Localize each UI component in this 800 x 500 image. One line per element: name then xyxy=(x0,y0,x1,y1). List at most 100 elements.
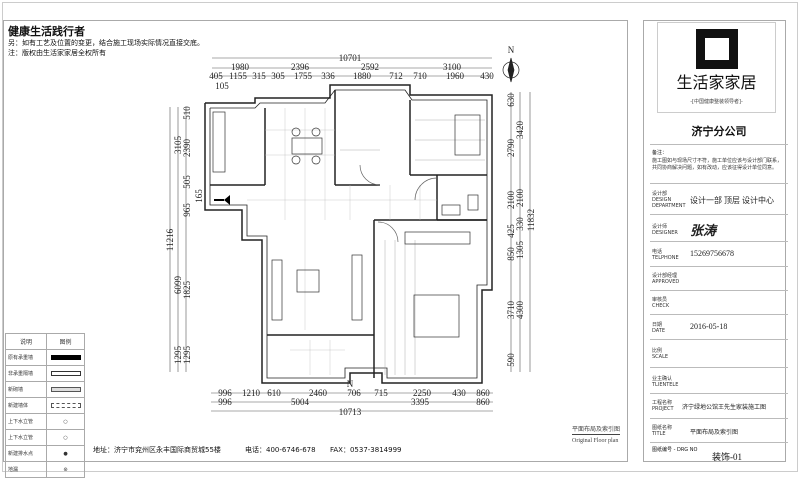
coffee-table xyxy=(296,269,320,293)
remark-divider xyxy=(650,183,788,184)
dim-top: 2396 xyxy=(291,62,309,72)
dim-top: 315 xyxy=(252,71,266,81)
legend-label: 上下水立管 xyxy=(5,429,47,446)
partition-wall-symbol xyxy=(50,371,81,376)
dim-top: 430 xyxy=(480,71,494,81)
tb-label-en: DATE xyxy=(652,328,666,334)
north-label: N xyxy=(507,45,515,55)
solid-wall-symbol xyxy=(50,355,81,360)
dim-bottom: 5004 xyxy=(291,397,309,407)
dim-top-extra: 105 xyxy=(215,81,229,91)
dimension-lines xyxy=(169,57,531,412)
dim-bottom: 996 xyxy=(218,397,232,407)
tb-label: 业主确认 xyxy=(652,376,673,382)
dim-top: 2592 xyxy=(361,62,379,72)
north-label-bottom: N xyxy=(346,379,354,389)
remark-label: 备注： xyxy=(652,150,668,156)
drawing-frame xyxy=(3,20,628,462)
footer-phone: 电话：400-6746-678 xyxy=(245,446,316,454)
tb-value: 15269756678 xyxy=(690,249,734,258)
north-arrow-icon xyxy=(502,57,520,83)
tb-label-en: SCALE xyxy=(652,354,669,360)
dim-bottom: 860 xyxy=(476,388,490,398)
toilet xyxy=(467,194,479,211)
tb-label-en: CHECK xyxy=(652,303,670,309)
wardrobe xyxy=(404,231,471,245)
dim-top-total: 10701 xyxy=(338,53,362,63)
slogan: 健康生活践行者 xyxy=(8,25,85,38)
dim-left: 510 xyxy=(182,106,192,120)
dim-bottom: 715 xyxy=(374,388,388,398)
legend-label: 新建排水点 xyxy=(5,445,47,462)
drawing-caption: 平面布局及索引图 xyxy=(572,426,621,435)
note-change: 另：如有工艺及位置的变更，结合施工现场实际情况直接交底。 xyxy=(8,39,204,47)
kitchen-counter xyxy=(212,111,226,173)
note-copyright: 注：版权由生活家家居全权所有 xyxy=(8,49,106,57)
dim-left-total: 11216 xyxy=(165,228,175,252)
tb-label-en: APPROVED xyxy=(652,279,680,285)
dim-right: 630 xyxy=(506,93,516,107)
dining-table xyxy=(291,137,323,155)
dim-right: 1305 xyxy=(515,241,525,259)
remark-text: 施工图如与现场尺寸不符，施工单位应该与设计部门联系，共同协商解决问题，如有改动，… xyxy=(652,158,783,171)
dim-right-total: 11832 xyxy=(526,208,536,232)
tb-label: 日期 xyxy=(652,322,663,328)
dim-bottom-total: 10713 xyxy=(338,407,362,417)
dim-top: 1960 xyxy=(446,71,464,81)
legend-label: 地漏 xyxy=(5,461,47,478)
legend-table: 说明图例 原有承重墙 非承重隔墙 新砌墙 新建墙体 上下水立管○ 上下水立管○ … xyxy=(5,333,85,478)
desk xyxy=(454,114,481,156)
tb-value: 2016-05-18 xyxy=(690,322,728,331)
logo-subtitle: -[中国健康整装领导者]- xyxy=(690,99,743,105)
tb-label-en: TITLE xyxy=(652,431,666,437)
furniture xyxy=(212,111,481,338)
dim-bottom: 860 xyxy=(476,397,490,407)
dim-top: 305 xyxy=(271,71,285,81)
tb-label: 电话 xyxy=(652,249,663,255)
dim-top: 1755 xyxy=(294,71,312,81)
walls xyxy=(204,84,493,384)
designer-signature: 张涛 xyxy=(690,223,717,238)
tb-label: 设计师 xyxy=(652,224,668,230)
dim-top: 336 xyxy=(321,71,335,81)
branch-name: 济宁分公司 xyxy=(650,123,788,145)
dim-left: 505 xyxy=(182,175,192,189)
tb-value: 济宁绿地公馆王先生家装施工图 xyxy=(682,405,767,411)
footer-address: 地址：济宁市兖州区永丰国际商贸城55楼 xyxy=(93,446,221,454)
dim-right: 2100 xyxy=(515,189,525,207)
washbasin xyxy=(441,204,461,216)
dim-top: 405 xyxy=(209,71,223,81)
footer-fax: FAX：0537-3814999 xyxy=(330,446,402,454)
tb-label: 工程名称 xyxy=(652,400,673,406)
drain-point-icon: ● xyxy=(46,445,85,462)
dim-bottom: 430 xyxy=(452,388,466,398)
dim-right: 4300 xyxy=(515,301,525,319)
floor-grid xyxy=(247,108,437,375)
tb-label: 设计部经理 xyxy=(652,273,678,279)
entrance-arrow-icon xyxy=(214,195,230,205)
dim-bottom: 2250 xyxy=(413,388,431,398)
floor-drain-icon: ⊛ xyxy=(46,461,85,478)
dim-top: 710 xyxy=(413,71,427,81)
company-logo: 生活家家居 -[中国健康整装领导者]- xyxy=(657,22,776,113)
dim-left: 1825 xyxy=(182,281,192,299)
tb-label-en: DESIGNER xyxy=(652,230,678,236)
dim-bottom: 3395 xyxy=(411,397,429,407)
drawing-no: 装饰-01 xyxy=(712,452,742,462)
dim-top: 1880 xyxy=(353,71,371,81)
dim-bottom: 1210 xyxy=(242,388,260,398)
bedroom-floor-hatch xyxy=(340,119,485,375)
tb-label-en: TLIENTELE xyxy=(652,382,679,388)
new-wall-symbol xyxy=(50,387,81,392)
dim-right: 3420 xyxy=(515,121,525,139)
dim-top: 1155 xyxy=(229,71,247,81)
built-wall-symbol xyxy=(50,403,81,408)
tb-label-en: DESIGN DEPARTMENT xyxy=(652,197,686,209)
